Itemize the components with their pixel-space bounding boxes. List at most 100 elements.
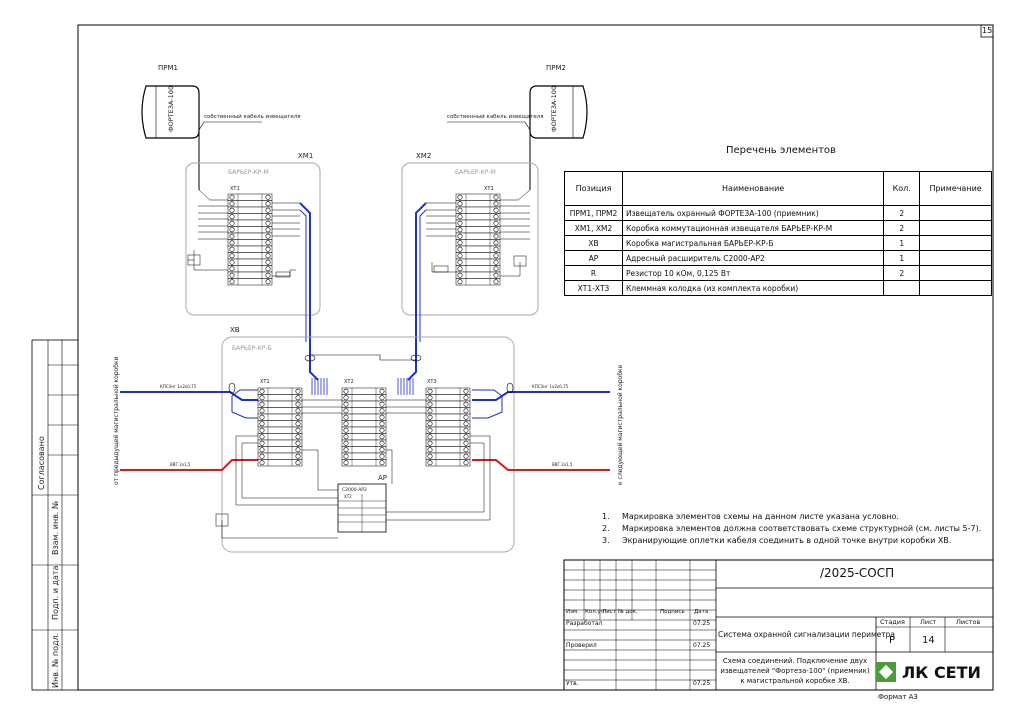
cell-note: [919, 265, 992, 281]
tb-system-name: Система охранной сигнализации периметра: [718, 630, 895, 639]
box-xb-strip-3: ХТ3: [427, 379, 437, 385]
cell-pos: ХВ: [564, 235, 623, 251]
tb-description: Схема соединений. Подключение двух извещ…: [720, 657, 870, 685]
tb-sheet-value: 14: [922, 635, 935, 646]
cell-note: [919, 205, 992, 221]
cell-pos: R: [564, 265, 623, 281]
box-xb: ХВ БАРЬЕР-КР-Б КПСЭнг 1х2х0,75 КПСЭнг 1х…: [120, 326, 610, 553]
tb-role-developer: Разработал: [566, 620, 603, 627]
cell-name: Коробка коммутационная извещателя БАРЬЕР…: [621, 220, 885, 236]
sensor-prm2: ПРМ2 ФОРТЕЗА-100 собственный кабель изве…: [447, 64, 588, 139]
stamp-label-inv: Инв. № подл.: [51, 633, 60, 688]
col-position: Позиция: [564, 171, 623, 206]
stamp-label-sign-date: Подп. и дата: [51, 565, 60, 620]
tb-head-sign: Подпись: [660, 609, 685, 615]
note-3-num: 3.: [602, 536, 610, 545]
cell-name: Резистор 10 кОм, 0,125 Вт: [621, 265, 885, 281]
tb-role-approve: Утв.: [566, 680, 579, 687]
tb-head-izm: Изм.: [566, 609, 579, 615]
label-from-previous-box: от предыдущей магистральной коробки: [113, 356, 120, 485]
page-number: 15: [982, 26, 993, 35]
cell-qty: [883, 280, 921, 296]
elements-table-title: Перечень элементов: [726, 145, 836, 156]
sensor-prm1-id: ПРМ1: [158, 64, 178, 72]
tb-date-checker: 07.25: [693, 642, 711, 649]
title-block: [563, 559, 994, 691]
company-logo: ЛК СЕТИ: [876, 659, 990, 685]
box-xm2-strip: ХТ1: [484, 186, 494, 192]
cell-pos: ХТ1-ХТ3: [564, 280, 623, 296]
sensor-prm1: ПРМ1 ФОРТЕЗА-100 собственный кабель изве…: [141, 64, 301, 139]
col-qty: Кол.: [883, 171, 921, 206]
cell-pos: ПРМ1, ПРМ2: [564, 205, 623, 221]
tb-sheet-label: Лист: [920, 618, 937, 626]
cell-pos: АР: [564, 250, 623, 266]
power-label-right: ВВГ 2х1,5: [552, 462, 573, 467]
cell-qty: 1: [883, 250, 921, 266]
sensor-prm1-model: ФОРТЕЗА-100: [167, 86, 175, 132]
box-xm1-title: БАРЬЕР-КР-М: [228, 169, 269, 176]
tb-role-checker: Проверил: [566, 642, 597, 649]
cell-name: Адресный расширитель С2000-АР2: [621, 250, 885, 266]
elements-table: Позиция Наименование Кол. Примечание ПРМ…: [564, 171, 992, 296]
cell-qty: 1: [883, 235, 921, 251]
cell-name: Коробка магистральная БАРЬЕР-КР-Б: [621, 235, 885, 251]
sensor-prm2-cable: собственный кабель извещателя: [447, 113, 544, 120]
sheet-format: Формат А3: [878, 693, 918, 701]
doc-code: /2025-СОСП: [820, 566, 895, 580]
box-ar-model: С2000-АР2: [342, 487, 367, 493]
power-label-left: ВВГ 2х1,5: [170, 462, 191, 467]
box-xm2-id: ХМ2: [416, 152, 431, 160]
box-xb-strip-2: ХТ2: [344, 379, 354, 385]
cell-note: [919, 250, 992, 266]
tb-stage-label: Стадия: [880, 618, 905, 626]
note-3-text: Экранирующие оплетки кабеля соединить в …: [622, 536, 952, 545]
box-xm1: ХМ1 БАРЬЕР-КР-М ХТ1: [185, 152, 321, 342]
company-name: ЛК СЕТИ: [902, 662, 981, 682]
company-logo-icon: [876, 662, 896, 682]
stamp-label-replace: Взам. инв. №: [51, 500, 60, 555]
col-note: Примечание: [919, 171, 992, 206]
tb-stage-value: Р: [889, 635, 896, 646]
cell-note: [919, 235, 992, 251]
cell-note: [919, 220, 992, 236]
note-2-num: 2.: [602, 524, 610, 533]
box-ar-strip: ХТ2: [344, 494, 352, 499]
cell-name: Извещатель охранный ФОРТЕЗА-100 (приемни…: [621, 205, 885, 221]
label-to-next-box: к следующей магистральной коробке: [617, 364, 624, 485]
cell-qty: 2: [883, 265, 921, 281]
box-xm2-title: БАРЬЕР-КР-М: [455, 169, 496, 176]
note-1-text: Маркировка элементов схемы на данном лис…: [622, 512, 899, 521]
side-stamp: Согласовано Взам. инв. № Подп. и дата Ин…: [31, 339, 79, 691]
cell-pos: ХМ1, ХМ2: [564, 220, 623, 236]
cell-note: [919, 280, 992, 296]
mag-cable-label-left: КПСЭнг 1х2х0,75: [160, 384, 197, 389]
stamp-label-agreed: Согласовано: [37, 436, 46, 490]
box-xb-title: БАРЬЕР-КР-Б: [232, 345, 272, 352]
tb-date-approve: 07.25: [693, 680, 711, 687]
note-1-num: 1.: [602, 512, 610, 521]
mag-cable-label-right: КПСЭнг 1х2х0,75: [532, 384, 569, 389]
tb-sheets-label: Листов: [956, 618, 981, 626]
tb-head-list: Лист: [602, 609, 616, 615]
tb-head-date: Дата: [694, 609, 709, 615]
cell-qty: 2: [883, 220, 921, 236]
sensor-prm2-model: ФОРТЕЗА-100: [550, 86, 558, 132]
elements-table-header: Позиция Наименование Кол. Примечание: [564, 171, 992, 206]
note-2-text: Маркировка элементов должна соответствов…: [622, 524, 982, 533]
box-xb-id: ХВ: [230, 326, 240, 334]
box-ar-id: АР: [378, 474, 387, 482]
cell-name: Клеммная колодка (из комплекта коробки): [621, 280, 885, 296]
sensor-prm2-id: ПРМ2: [546, 64, 566, 72]
box-xm2: ХМ2 БАРЬЕР-КР-М ХТ1: [401, 152, 539, 342]
tb-date-developer: 07.25: [693, 620, 711, 627]
tb-head-kolu: Кол.уч: [585, 609, 605, 615]
box-xb-strip-1: ХТ1: [260, 379, 270, 385]
